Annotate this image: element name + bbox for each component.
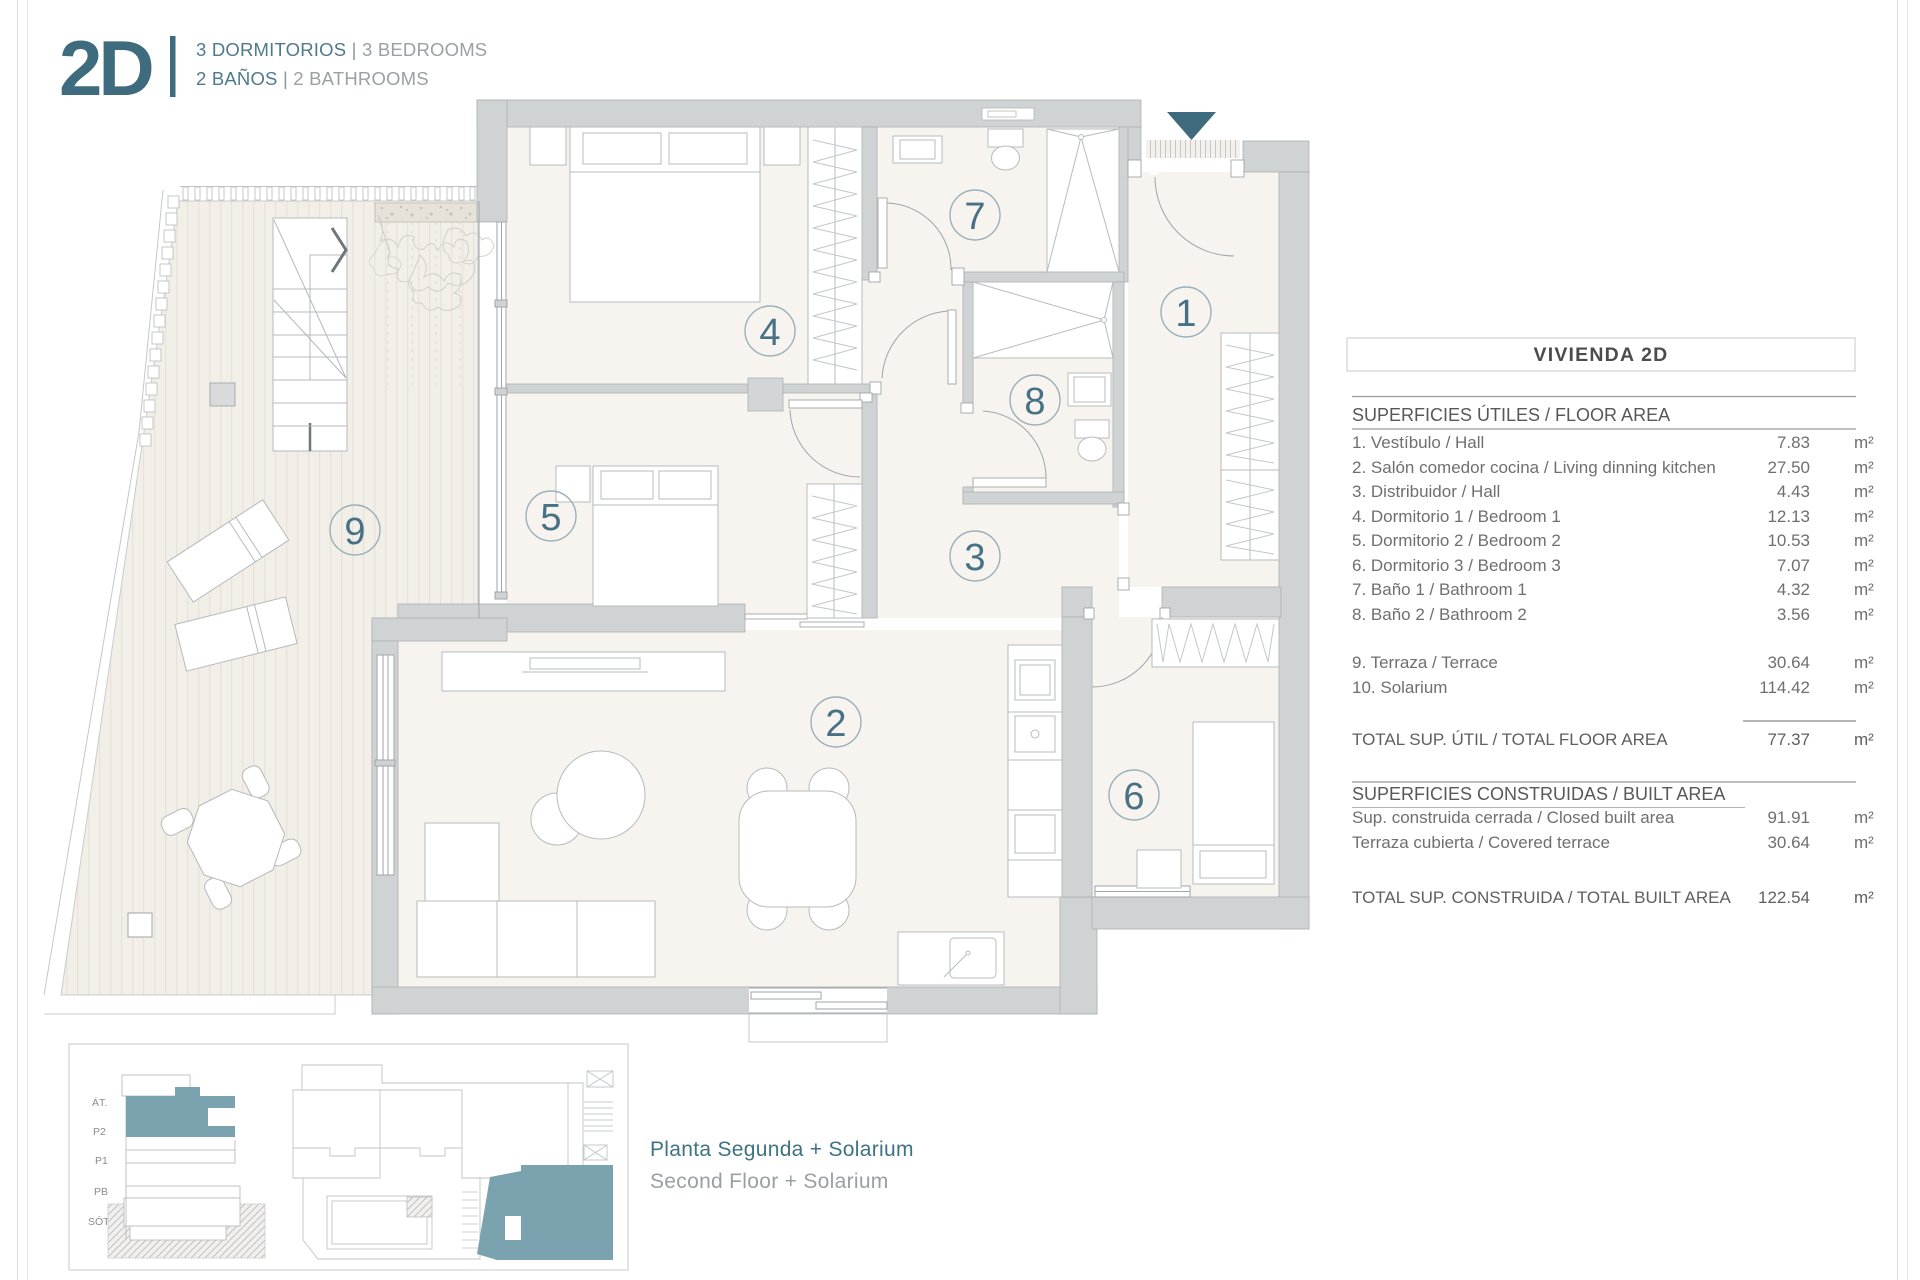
svg-text:114.42: 114.42 [1759,678,1810,697]
svg-text:8. Baño 2 / Bathroom 2: 8. Baño 2 / Bathroom 2 [1352,605,1527,624]
svg-text:m²: m² [1854,605,1874,624]
svg-text:2. Salón comedor cocina / Livi: 2. Salón comedor cocina / Living dinning… [1352,458,1716,477]
svg-text:5: 5 [540,497,561,539]
svg-text:7. Baño 1 / Bathroom 1: 7. Baño 1 / Bathroom 1 [1352,580,1527,599]
svg-text:PB: PB [94,1186,108,1198]
svg-text:7.83: 7.83 [1777,433,1810,452]
svg-text:122.54: 122.54 [1758,888,1810,907]
svg-text:m²: m² [1854,531,1874,550]
svg-text:VIVIENDA 2D: VIVIENDA 2D [1534,344,1669,366]
svg-text:m²: m² [1854,433,1874,452]
svg-text:Terraza cubierta / Covered ter: Terraza cubierta / Covered terrace [1352,833,1610,852]
svg-text:m²: m² [1854,482,1874,501]
svg-text:8: 8 [1024,381,1045,423]
svg-text:SUPERFICIES ÚTILES / FLOOR ARE: SUPERFICIES ÚTILES / FLOOR AREA [1352,404,1670,425]
svg-text:m²: m² [1854,556,1874,575]
svg-text:10. Solarium: 10. Solarium [1352,678,1447,697]
svg-text:P2: P2 [93,1126,106,1138]
svg-text:10.53: 10.53 [1767,531,1810,550]
svg-text:77.37: 77.37 [1767,730,1810,749]
svg-text:SUPERFICIES CONSTRUIDAS / BUIL: SUPERFICIES CONSTRUIDAS / BUILT AREA [1352,784,1725,804]
svg-text:4. Dormitorio 1 / Bedroom 1: 4. Dormitorio 1 / Bedroom 1 [1352,507,1561,526]
svg-text:4.43: 4.43 [1777,482,1810,501]
svg-text:Sup. construida cerrada / Clos: Sup. construida cerrada / Closed built a… [1352,808,1675,827]
svg-text:27.50: 27.50 [1767,458,1810,477]
svg-text:7: 7 [964,196,985,238]
svg-text:m²: m² [1854,653,1874,672]
svg-text:m²: m² [1854,678,1874,697]
svg-text:12.13: 12.13 [1767,507,1810,526]
svg-text:2 BAÑOS | 2 BATHROOMS: 2 BAÑOS | 2 BATHROOMS [196,68,429,89]
svg-text:9: 9 [344,511,365,553]
svg-text:6. Dormitorio 3 / Bedroom 3: 6. Dormitorio 3 / Bedroom 3 [1352,556,1561,575]
svg-text:6: 6 [1123,776,1144,818]
svg-text:7.07: 7.07 [1777,556,1810,575]
svg-text:m²: m² [1854,458,1874,477]
svg-text:Second Floor + Solarium: Second Floor + Solarium [650,1170,889,1193]
svg-text:2D: 2D [59,24,152,112]
svg-text:m²: m² [1854,833,1874,852]
svg-text:4.32: 4.32 [1777,580,1810,599]
svg-text:3 DORMITORIOS | 3 BEDROOMS: 3 DORMITORIOS | 3 BEDROOMS [196,39,487,60]
svg-text:2: 2 [825,703,846,745]
svg-text:3.56: 3.56 [1777,605,1810,624]
svg-text:5. Dormitorio 2 / Bedroom 2: 5. Dormitorio 2 / Bedroom 2 [1352,531,1561,550]
svg-text:m²: m² [1854,808,1874,827]
svg-text:1. Vestíbulo / Hall: 1. Vestíbulo / Hall [1352,433,1484,452]
svg-text:m²: m² [1854,730,1874,749]
svg-text:TOTAL SUP. ÚTIL / TOTAL FLOOR: TOTAL SUP. ÚTIL / TOTAL FLOOR AREA [1352,730,1668,749]
svg-text:1: 1 [1175,293,1196,335]
svg-text:3: 3 [964,537,985,579]
svg-text:m²: m² [1854,507,1874,526]
svg-text:ÁT.: ÁT. [92,1096,107,1109]
svg-text:P1: P1 [95,1155,108,1167]
svg-text:SÓT.: SÓT. [88,1215,111,1228]
svg-text:30.64: 30.64 [1767,653,1810,672]
svg-text:3. Distribuidor / Hall: 3. Distribuidor / Hall [1352,482,1500,501]
svg-text:m²: m² [1854,580,1874,599]
svg-text:4: 4 [759,312,780,354]
svg-text:30.64: 30.64 [1767,833,1810,852]
svg-text:m²: m² [1854,888,1874,907]
svg-text:TOTAL SUP. CONSTRUIDA / TOTAL: TOTAL SUP. CONSTRUIDA / TOTAL BUILT AREA [1352,888,1731,907]
svg-text:91.91: 91.91 [1767,808,1810,827]
svg-text:9. Terraza / Terrace: 9. Terraza / Terrace [1352,653,1498,672]
svg-text:Planta Segunda + Solarium: Planta Segunda + Solarium [650,1138,914,1161]
